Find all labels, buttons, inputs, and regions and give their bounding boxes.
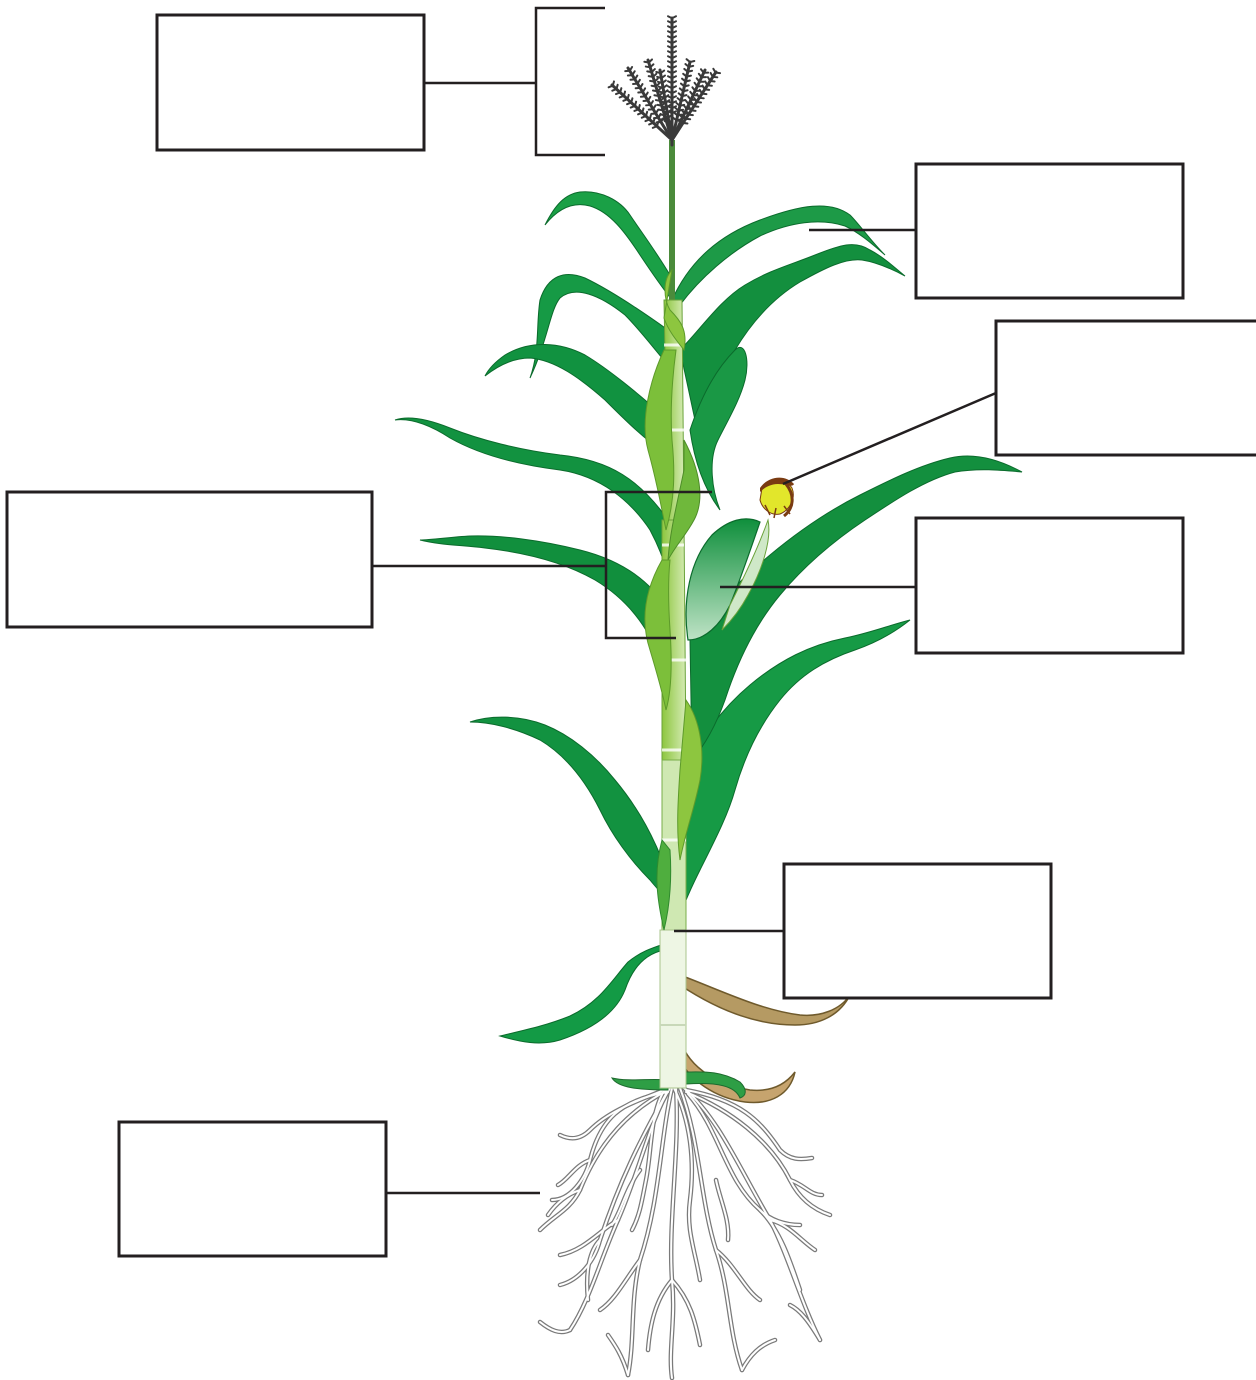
tassel-spikelet — [657, 77, 661, 78]
tassel-spikelet — [692, 102, 694, 106]
label-box-stalk[interactable] — [784, 864, 1051, 998]
tassel-spikelet — [695, 83, 698, 87]
root — [672, 1280, 700, 1345]
tassel-spikelet — [686, 101, 689, 105]
tassel-spikelet — [690, 92, 693, 96]
tassel-spikelet — [665, 121, 669, 122]
tassel-spikelet — [700, 90, 702, 94]
label-box-leaf[interactable] — [916, 164, 1183, 298]
root-system — [540, 1088, 830, 1378]
label-box-ear[interactable] — [916, 518, 1183, 653]
tassel-spikelet — [660, 97, 664, 98]
tassel-spikelet — [650, 81, 654, 82]
root — [742, 1340, 775, 1370]
tassel-spikelet — [659, 110, 663, 111]
root — [648, 1280, 672, 1350]
tassel-spikelet — [660, 92, 664, 93]
tassel-spikelet — [702, 86, 704, 90]
label-box-roots[interactable] — [119, 1122, 386, 1256]
tassel-spikelet — [649, 76, 653, 77]
label-box-node-internode[interactable] — [7, 492, 372, 627]
tassel-spikelet — [661, 101, 665, 102]
tassel-spikelet — [692, 87, 695, 91]
tassel-spikelet — [711, 73, 713, 77]
tassel-spikelet — [663, 111, 667, 112]
tassel-spikelet — [688, 96, 691, 100]
tassel-spikelet — [662, 119, 666, 120]
tassel-spikelet — [682, 110, 685, 114]
tassel-spikelet — [697, 94, 699, 98]
tassel-spikelet — [713, 69, 715, 73]
root-inner — [684, 1088, 820, 1340]
tassel-spikelet — [644, 62, 648, 63]
tassel-spikelet — [701, 69, 704, 73]
tassel-spikelet — [697, 78, 700, 82]
tassel-spikelet — [647, 71, 651, 72]
tassel-spikelet — [705, 81, 707, 85]
tassel-spikelet — [660, 114, 664, 115]
tassel-spikelet — [646, 67, 650, 68]
tassel-spikelet — [656, 72, 660, 73]
label-box-tassel[interactable] — [157, 15, 424, 150]
tassel-spikelet — [659, 87, 663, 88]
tassel-spikelet — [652, 86, 656, 87]
tassel-spikelet — [694, 98, 696, 102]
tassel — [609, 16, 720, 145]
tassel-spikelet — [668, 16, 672, 18]
tassel-spikelet — [708, 77, 710, 81]
tassel-spikelet — [653, 90, 657, 91]
tassel-spikelet — [656, 100, 660, 101]
tassel-spikelet — [664, 116, 668, 117]
tassel-spikelet — [658, 82, 662, 83]
tassel-spikelet — [657, 105, 661, 106]
tassel-spikelet — [687, 59, 690, 62]
tassel-spikelet — [684, 105, 687, 109]
label-box-silk[interactable] — [996, 321, 1256, 455]
tassel-spikelet — [699, 74, 702, 78]
tassel-spikelet — [654, 95, 658, 96]
tassel-spikelet — [662, 106, 666, 107]
root — [684, 1088, 820, 1340]
